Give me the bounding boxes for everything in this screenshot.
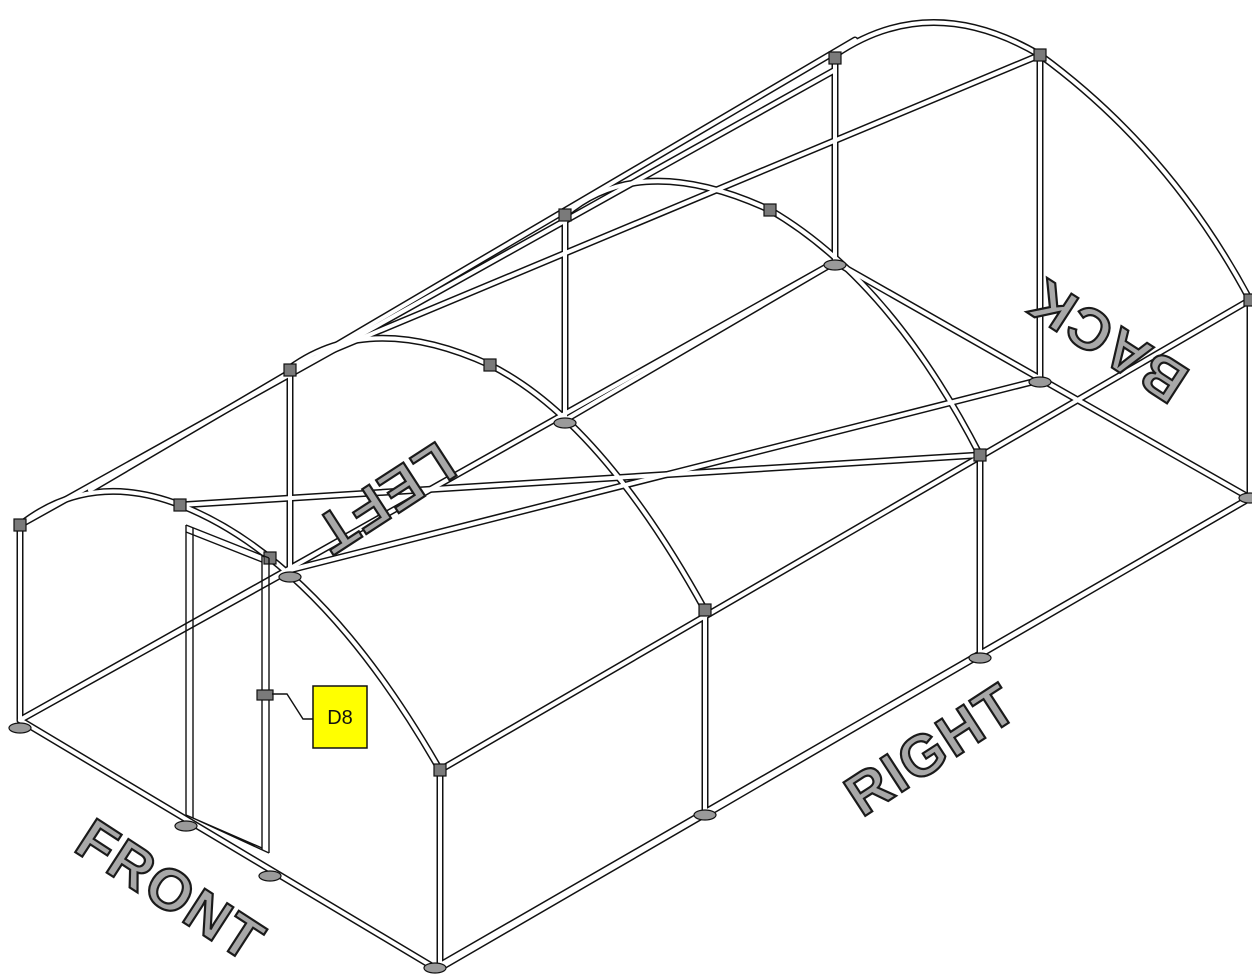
frame-tube-core <box>18 568 292 722</box>
frame-tube-core <box>18 489 442 772</box>
base-foot <box>823 259 847 271</box>
pipe-connector <box>828 51 842 65</box>
base-foot <box>1238 492 1252 504</box>
pipe-connector <box>483 358 497 372</box>
base-foot <box>968 652 992 664</box>
pipe-connector <box>283 363 297 377</box>
callout-box <box>312 685 368 749</box>
frame-tube-core <box>833 20 1252 302</box>
pipe-connector <box>1033 48 1047 62</box>
base-foot <box>1028 376 1052 388</box>
base-foot <box>423 962 447 974</box>
base-feet <box>8 259 1252 974</box>
front-door <box>185 524 274 854</box>
frame-tube-core <box>288 378 1042 572</box>
pipe-connector <box>263 551 277 565</box>
greenhouse-frame <box>16 19 1252 972</box>
pipe-connector <box>763 203 777 217</box>
pipe-connector <box>433 763 447 777</box>
svg-text:RIGHT: RIGHT <box>834 671 1029 829</box>
base-foot <box>8 722 32 734</box>
frame-tube-core <box>178 453 982 507</box>
callout-id: D8 <box>327 707 353 729</box>
base-foot <box>278 571 302 583</box>
pipe-connector <box>173 498 187 512</box>
base-foot <box>258 870 282 882</box>
svg-text:BACK: BACK <box>1016 265 1199 415</box>
frame-tube-core <box>288 53 1042 370</box>
frame-tube-core <box>703 653 982 817</box>
frame-tube-core <box>18 718 437 970</box>
part-callout: D8 <box>272 685 368 749</box>
pipe-connectors <box>13 48 1252 777</box>
frame-tube-core <box>563 260 837 422</box>
frame-tube-core <box>18 68 837 527</box>
right-label: RIGHT <box>833 670 1030 830</box>
svg-text:FRONT: FRONT <box>65 806 276 975</box>
base-foot <box>553 417 577 429</box>
base-foot <box>693 809 717 821</box>
pipe-connector <box>698 603 712 617</box>
pipe-connector <box>1243 293 1252 307</box>
pipe-connector <box>973 448 987 462</box>
frame-tube-core <box>438 298 1252 772</box>
base-foot <box>174 820 198 832</box>
front-label: FRONT <box>64 805 278 975</box>
door-latch <box>256 689 274 701</box>
frame-tube-core <box>288 336 707 612</box>
pipe-connector <box>558 208 572 222</box>
back-label: BACK <box>1015 264 1200 416</box>
pipe-connector <box>13 518 27 532</box>
